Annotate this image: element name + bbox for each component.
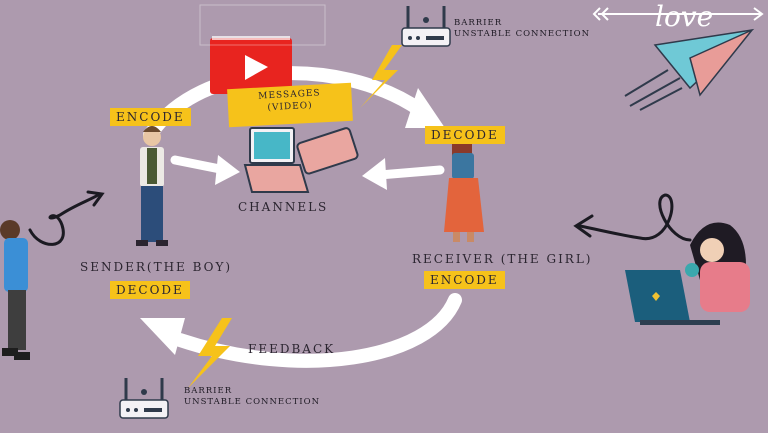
receiver-encode-tag: ENCODE [424,271,505,289]
sender-figure [136,126,168,246]
barrier-bottom-line1: BARRIER [184,386,233,396]
barrier-top-line1: BARRIER [454,18,503,28]
paper-plane-icon [624,28,755,111]
receiver-figure [444,134,484,242]
girl-laptop-figure [625,222,750,325]
channels-label: CHANNELS [238,200,329,214]
arrow-receiver-to-channel [362,158,445,190]
love-text: love [655,0,714,33]
router-icon [401,6,451,47]
barrier-top-line2: UNSTABLE CONNECTION [454,29,591,39]
cycle-arrow-bottom [140,293,462,368]
receiver-label: RECEIVER (THE GIRL) [412,252,593,266]
messages-label: MESSAGES (VIDEO) [227,82,353,128]
barrier-top-label: BARRIER UNSTABLE CONNECTION [454,18,590,40]
lightning-icon [360,45,402,108]
sender-label: SENDER(THE BOY) [80,260,233,274]
arrow-sender-to-channel [170,155,240,185]
arrow-icon [28,190,105,246]
sad-person-figure [0,220,30,360]
router-icon [119,378,169,419]
feedback-label: FEEDBACK [248,342,336,356]
barrier-bottom-line2: UNSTABLE CONNECTION [184,397,321,407]
receiver-decode-tag: DECODE [425,126,505,144]
arrow-icon [573,193,692,242]
barrier-bottom-label: BARRIER UNSTABLE CONNECTION [184,386,320,408]
lightning-icon [188,318,232,388]
sender-decode-tag: DECODE [110,281,190,299]
love-arrow-icon [592,7,764,21]
tablet-icon [296,127,359,175]
laptop-icon [243,127,310,193]
sender-encode-tag: ENCODE [110,108,191,126]
youtube-icon [210,36,292,94]
faint-frame [199,4,326,46]
